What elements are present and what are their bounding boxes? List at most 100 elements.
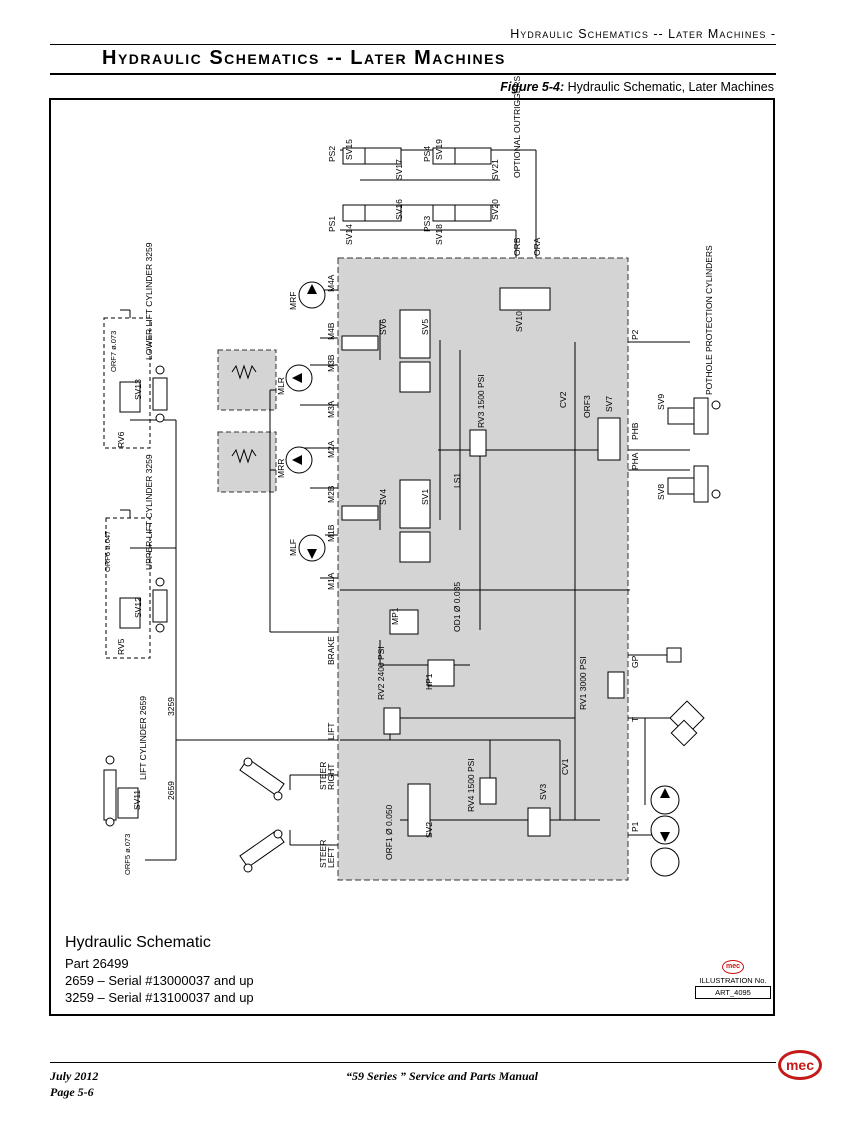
sv7-block	[597, 417, 621, 461]
schematic-labels: M4AM4BM3BM3AM2AM2BM1BM1ABRAKELIFTSTEERRI…	[103, 75, 714, 875]
port-label-steer-right-2: RIGHT	[326, 764, 336, 790]
relief-valve-rv4: RV4 1500 PSI	[466, 758, 476, 812]
mec-small-logo: mec	[722, 960, 744, 974]
port-label-m2b: M2B	[326, 485, 336, 503]
valve-label-sv14: SV14	[344, 224, 354, 245]
valve-label-sv5: SV5	[420, 319, 430, 335]
steer-right-cylinder-icon	[239, 757, 285, 797]
pothole-cylinders	[693, 397, 721, 503]
pump-p1-icon	[650, 815, 680, 845]
component-label-cv2: CV2	[558, 391, 568, 408]
valve-label-sv6: SV6	[378, 319, 388, 335]
motor-label-mrr: MRR	[276, 459, 286, 478]
valve-label-sv17: SV17	[394, 159, 404, 180]
orifice-orf3: ORF3	[582, 395, 592, 418]
footer-page-number: Page 5-6	[50, 1085, 94, 1099]
sv13-block	[119, 381, 141, 413]
port-label-pha: PHA	[630, 452, 640, 470]
switch-label-ps3: PS3	[422, 216, 432, 232]
port-label-m1b: M1B	[326, 524, 336, 542]
motor-label-mrf: MRF	[288, 292, 298, 310]
valve-label-sv18: SV18	[434, 224, 444, 245]
relief-valve-rv1: RV1 3000 PSI	[578, 656, 588, 710]
orifice-orf5: ORF5 ø.073	[123, 834, 132, 875]
footer-rule	[50, 1062, 776, 1063]
mrr-brake-spring	[231, 448, 257, 464]
pothole-cylinder-upper-icon	[693, 397, 709, 435]
valve-label-sv19: SV19	[434, 139, 444, 160]
lift-cylinder-2659-label: LIFT CYLINDER 2659	[138, 696, 148, 780]
pothole-cylinder-lower-icon	[693, 465, 709, 503]
illustration-label: ILLUSTRATION No.	[699, 976, 767, 985]
port-label-m4b: M4B	[326, 322, 336, 340]
main-manifold	[337, 257, 629, 881]
sv5-block	[399, 309, 431, 359]
sv2-block	[407, 783, 431, 837]
valve-label-sv2: SV2	[424, 822, 434, 838]
mrr-motor-housing	[217, 431, 277, 493]
relief-valve-rv2: RV2 2400 PSI	[376, 646, 386, 700]
valve-label-sv9: SV9	[656, 394, 666, 410]
lower-lift-cylinder-icon	[152, 377, 168, 411]
engine-motor-icon	[650, 847, 680, 877]
title-rule	[50, 73, 776, 75]
valve-label-sv8: SV8	[656, 484, 666, 500]
lift-cylinder-2659-icon	[103, 769, 117, 821]
mlr-motor-housing	[217, 349, 277, 411]
optional-outriggers-label: OPTIONAL OUTRIGGERS	[512, 75, 522, 178]
component-label-ora: ORA	[532, 237, 542, 256]
pothole-cylinders-label: POTHOLE PROTECTION CYLINDERS	[704, 245, 714, 395]
line-label-3259: 3259	[166, 697, 176, 716]
switch-label-ps2: PS2	[327, 146, 337, 162]
port-label-steer-right: STEER	[318, 762, 328, 790]
drive-motors	[285, 281, 680, 877]
sv12-block	[119, 597, 141, 629]
rv4-block	[479, 777, 497, 805]
port-label-t: T	[630, 717, 640, 722]
figure-caption: Figure 5-4: Hydraulic Schematic, Later M…	[500, 80, 774, 94]
switch-label-ps4: PS4	[422, 146, 432, 162]
lift-cylinders	[103, 317, 168, 827]
valve-label-sv3: SV3	[538, 784, 548, 800]
orifice-orf7: ORF7 ø.073	[109, 331, 118, 372]
outrigger-valves	[342, 147, 492, 222]
relief-valve-rv3: RV3 1500 PSI	[476, 374, 486, 428]
valve-label-sv21: SV21	[490, 159, 500, 180]
relief-valve-rv6: RV6	[116, 431, 126, 448]
sv5-lower-block	[399, 361, 431, 393]
legend-part: Part 26499	[65, 956, 129, 971]
figure-caption-text: Hydraulic Schematic, Later Machines	[567, 80, 774, 94]
upper-lift-cylinder-label: UPPER LIFT CYLINDER 3259	[144, 454, 154, 570]
port-label-p1: P1	[630, 821, 640, 832]
motor-triangles	[292, 284, 670, 842]
component-label-orb: ORB	[512, 237, 522, 256]
footer-date: July 2012	[50, 1069, 99, 1083]
upper-lift-cylinder-icon	[152, 589, 168, 623]
upper-lift-cylinder-group	[105, 517, 151, 659]
relief-valve-rv5: RV5	[116, 638, 126, 655]
valve-label-sv15: SV15	[344, 139, 354, 160]
legend-block: Hydraulic Schematic Part 26499 2659 – Se…	[65, 934, 254, 1006]
figure-label: Figure 5-4:	[500, 80, 565, 94]
component-label-ls1: LS1	[452, 473, 462, 488]
motor-label-mlf: MLF	[288, 539, 298, 556]
sv10-block	[499, 287, 551, 311]
sv11-block	[117, 787, 139, 819]
port-label-gp: GP	[630, 655, 640, 668]
mrf-motor-icon	[298, 281, 326, 309]
mlf-motor-icon	[298, 534, 326, 562]
gauge-port-icon	[666, 647, 682, 663]
valve-label-sv20: SV20	[490, 199, 500, 220]
port-label-steer-left: STEER	[318, 840, 328, 868]
valve-label-sv11: SV11	[132, 790, 142, 810]
hydraulic-lines	[120, 149, 690, 861]
port-label-m3a: M3A	[326, 400, 336, 418]
illustration-number: ART_4095	[695, 986, 771, 999]
mlr-brake-spring	[231, 364, 257, 380]
valve-blocks	[117, 287, 705, 837]
page-title: Hydraulic Schematics -- Later Machines	[102, 47, 506, 69]
port-label-p2: P2	[630, 329, 640, 340]
sv4-block	[341, 505, 379, 521]
port-label-m4a: M4A	[326, 274, 336, 292]
